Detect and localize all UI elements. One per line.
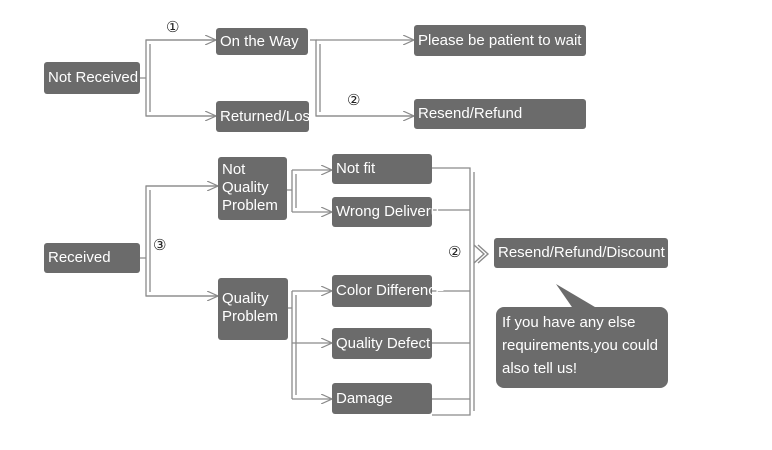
node-not-received: Not Received: [44, 62, 140, 94]
connector-on-the-way: [310, 39, 414, 117]
node-resend-refund: Resend/Refund: [414, 99, 586, 129]
node-returned-lost: Returned/Lost: [216, 101, 314, 132]
node-quality-problem: Quality Problem: [218, 278, 288, 340]
callout-pointer: [556, 284, 600, 310]
connector-not-received: [140, 39, 216, 117]
node-color-difference: Color Difference: [332, 275, 444, 307]
node-wrong-delivery: Wrong Deliveru: [332, 197, 439, 227]
node-not-quality-problem: Not Quality Problem: [218, 157, 287, 220]
connector-received: [140, 185, 218, 297]
node-received: Received: [44, 243, 140, 273]
node-damage: Damage: [332, 383, 432, 414]
chevron-right-icon: [473, 244, 490, 264]
node-on-the-way: On the Way: [216, 28, 308, 55]
step-marker-1: ①: [166, 18, 180, 36]
connector-quality: [288, 291, 293, 399]
connector-not-quality: [287, 170, 293, 212]
callout-note: If you have any else requirements,you co…: [496, 307, 668, 388]
node-please-wait: Please be patient to wait: [414, 25, 586, 56]
node-not-fit: Not fit: [332, 154, 432, 184]
node-resend-refund-discount: Resend/Refund/Discount: [494, 238, 668, 268]
node-quality-defect: Quality Defect: [332, 328, 432, 359]
step-marker-3: ③: [153, 236, 167, 254]
step-marker-2-bottom: ②: [448, 243, 462, 261]
step-marker-2-top: ②: [347, 91, 361, 109]
